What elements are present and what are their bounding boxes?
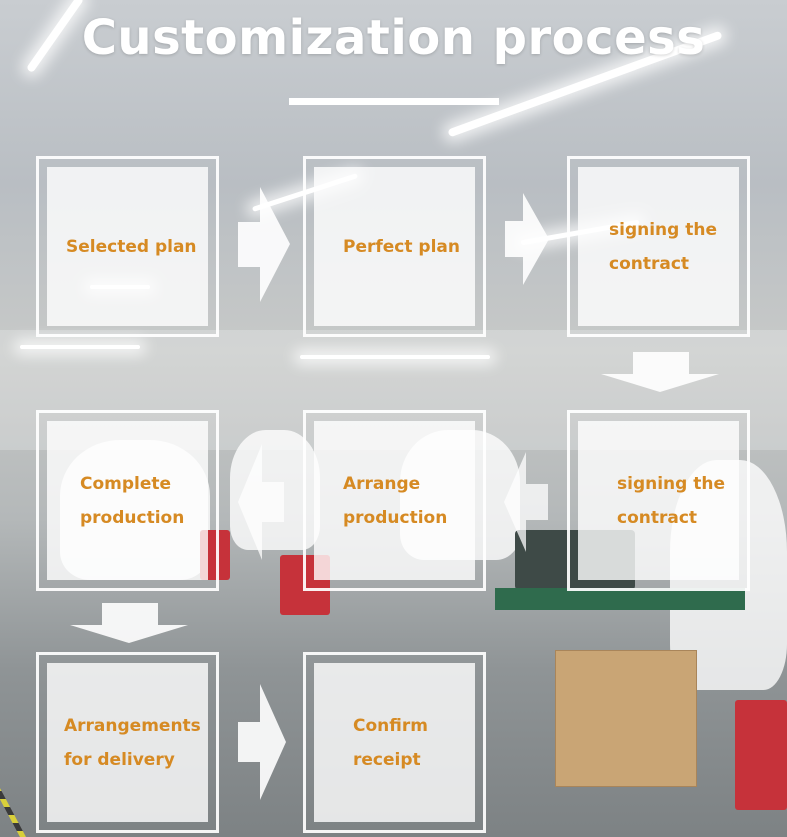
step-arrangements-delivery: Arrangements for delivery bbox=[36, 652, 219, 833]
step-signing-contract-2: signing the contract bbox=[567, 410, 750, 591]
step-label: signing the contract bbox=[617, 473, 725, 528]
arrow-left-icon bbox=[238, 444, 284, 560]
step-panel bbox=[47, 421, 208, 580]
arrow-down-icon bbox=[601, 352, 719, 392]
ceiling-light bbox=[20, 345, 140, 349]
cardboard-box bbox=[555, 650, 697, 787]
step-frame bbox=[567, 410, 750, 591]
step-label: Arrangements for delivery bbox=[64, 715, 201, 770]
step-selected-plan: Selected plan bbox=[36, 156, 219, 337]
step-panel bbox=[47, 167, 208, 326]
step-panel bbox=[314, 167, 475, 326]
arrow-right-icon bbox=[238, 684, 286, 800]
step-panel bbox=[578, 167, 739, 326]
step-label: Perfect plan bbox=[343, 236, 460, 257]
page-title: Customization process bbox=[81, 10, 706, 66]
step-frame bbox=[36, 652, 219, 833]
step-perfect-plan: Perfect plan bbox=[303, 156, 486, 337]
arrow-down-icon bbox=[70, 603, 188, 643]
conveyor-belt bbox=[495, 588, 745, 610]
step-label: Complete production bbox=[80, 473, 185, 528]
step-complete-production: Complete production bbox=[36, 410, 219, 591]
step-panel bbox=[578, 421, 739, 580]
floor-safety-stripe bbox=[0, 607, 26, 837]
step-frame bbox=[567, 156, 750, 337]
step-label: Selected plan bbox=[66, 236, 197, 257]
arrow-right-icon bbox=[505, 193, 549, 285]
step-arrange-production: Arrange production bbox=[303, 410, 486, 591]
arrow-left-icon bbox=[504, 452, 548, 552]
step-label: signing the contract bbox=[609, 219, 717, 274]
step-label: Arrange production bbox=[343, 473, 448, 528]
ceiling-light bbox=[300, 355, 490, 359]
step-frame bbox=[303, 156, 486, 337]
step-frame bbox=[303, 410, 486, 591]
step-signing-contract-1: signing the contract bbox=[567, 156, 750, 337]
step-label: Confirm receipt bbox=[353, 715, 428, 770]
step-frame bbox=[36, 156, 219, 337]
red-stool bbox=[735, 700, 787, 810]
title-underline bbox=[289, 98, 499, 105]
step-frame bbox=[303, 652, 486, 833]
step-confirm-receipt: Confirm receipt bbox=[303, 652, 486, 833]
step-panel bbox=[314, 663, 475, 822]
step-panel bbox=[47, 663, 208, 822]
step-panel bbox=[314, 421, 475, 580]
step-frame bbox=[36, 410, 219, 591]
arrow-right-icon bbox=[238, 187, 290, 302]
